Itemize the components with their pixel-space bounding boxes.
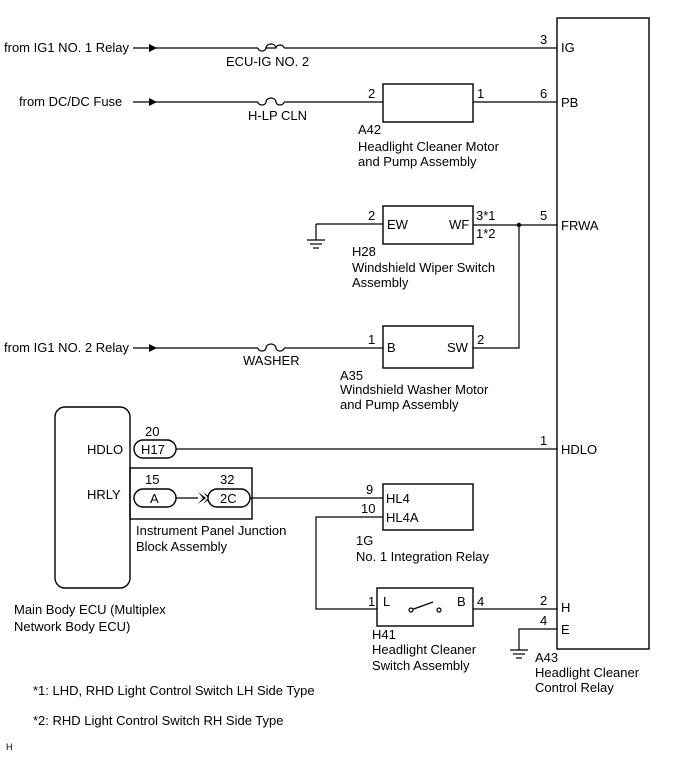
1g-relay-box	[382, 483, 474, 531]
a42-motor-box	[382, 83, 474, 123]
connector-a-label: A	[150, 491, 159, 506]
connector-2c-label: 2C	[220, 491, 237, 506]
fuse-washer-icon	[257, 343, 285, 352]
ground-e-icon	[510, 649, 528, 659]
source-dcdc: from DC/DC Fuse	[19, 94, 122, 109]
h28-pin-ew: 2	[368, 208, 375, 223]
h28-term-wf: WF	[449, 217, 469, 232]
a35-pin-sw: 2	[477, 332, 484, 347]
fuse-hlp-cln-icon	[257, 97, 285, 106]
ecu-name-line2: Network Body ECU)	[14, 619, 130, 634]
source-ig1-no2: from IG1 NO. 2 Relay	[4, 340, 129, 355]
h17-label: H17	[141, 442, 165, 457]
h41-pin-l: 1	[368, 594, 375, 609]
a35-name-line1: Windshield Washer Motor	[340, 382, 489, 397]
h28-name-line2: Assembly	[352, 275, 409, 290]
h28-code: H28	[352, 244, 376, 259]
a43-pin-h: 2	[540, 593, 547, 608]
h17-pin: 20	[145, 424, 159, 439]
a35-term-sw: SW	[447, 340, 469, 355]
h41-name-line1: Headlight Cleaner	[372, 642, 477, 657]
wire-e-ground	[518, 628, 557, 650]
wire-sw-to-splice	[473, 225, 520, 349]
h28-pin-wf2: 1*2	[476, 226, 496, 241]
fuse-ecu-ig-icon	[257, 44, 285, 52]
a43-pin-e: 4	[540, 613, 547, 628]
a42-pin-out: 1	[477, 86, 484, 101]
connector-a-pin: 15	[145, 472, 159, 487]
a43-terminal-frwa: FRWA	[561, 218, 599, 233]
h28-name-line1: Windshield Wiper Switch	[352, 260, 495, 275]
1g-term-hl4: HL4	[386, 491, 410, 506]
h41-switch-box	[376, 587, 474, 627]
a35-motor-box	[382, 325, 474, 369]
a43-name-line2: Control Relay	[535, 680, 614, 695]
a43-relay-box	[556, 17, 650, 650]
1g-pin-hl4: 9	[366, 482, 373, 497]
a42-name-line1: Headlight Cleaner Motor	[358, 139, 500, 154]
a35-name-line2: and Pump Assembly	[340, 397, 459, 412]
1g-name: No. 1 Integration Relay	[356, 549, 489, 564]
a43-pin-hdlo: 1	[540, 433, 547, 448]
a42-name-line2: and Pump Assembly	[358, 154, 477, 169]
a43-pin-pb: 6	[540, 86, 547, 101]
1g-term-hl4a: HL4A	[386, 510, 419, 525]
junction-block-name-line2: Block Assembly	[136, 539, 228, 554]
h41-term-b: B	[457, 594, 466, 609]
h28-pin-wf1: 3*1	[476, 208, 496, 223]
a43-terminal-pb: PB	[561, 95, 578, 110]
h41-code: H41	[372, 627, 396, 642]
a43-terminal-ig: IG	[561, 40, 575, 55]
fuse-hlp-cln-label: H-LP CLN	[248, 108, 307, 123]
h41-term-l: L	[383, 594, 390, 609]
1g-code: 1G	[356, 533, 373, 548]
connector-arrow-icon	[198, 492, 211, 504]
fuse-washer-label: WASHER	[243, 353, 300, 368]
a42-pin-in: 2	[368, 86, 375, 101]
a43-terminal-hdlo: HDLO	[561, 442, 597, 457]
ecu-term-hrly: HRLY	[87, 487, 121, 502]
connector-2c-pin: 32	[220, 472, 234, 487]
fuse-ecu-ig-icon-b	[265, 43, 277, 49]
a43-terminal-h: H	[561, 600, 570, 615]
footnote-1: *1: LHD, RHD Light Control Switch LH Sid…	[33, 683, 315, 698]
a42-code: A42	[358, 122, 381, 137]
h28-term-ew: EW	[387, 217, 409, 232]
source-ig1-no1: from IG1 NO. 1 Relay	[4, 40, 129, 55]
a35-pin-b: 1	[368, 332, 375, 347]
a35-term-b: B	[387, 340, 396, 355]
a43-name-line1: Headlight Cleaner	[535, 665, 640, 680]
a43-terminal-e: E	[561, 622, 570, 637]
a35-code: A35	[340, 368, 363, 383]
1g-pin-hl4a: 10	[361, 501, 375, 516]
ecu-name-line1: Main Body ECU (Multiplex	[14, 602, 166, 617]
footnote-2: *2: RHD Light Control Switch RH Side Typ…	[33, 713, 283, 728]
wire-hl4a-to-h41	[315, 516, 383, 610]
a43-pin-frwa: 5	[540, 208, 547, 223]
ecu-term-hdlo: HDLO	[87, 442, 123, 457]
junction-block-box	[129, 467, 253, 520]
fuse-ecu-ig-label: ECU-IG NO. 2	[226, 54, 309, 69]
corner-mark: H	[6, 742, 13, 752]
junction-block-name-line1: Instrument Panel Junction	[136, 523, 286, 538]
ground-icon	[307, 239, 325, 249]
a43-code: A43	[535, 650, 558, 665]
a43-pin-ig: 3	[540, 32, 547, 47]
h41-pin-b: 4	[477, 594, 484, 609]
h41-name-line2: Switch Assembly	[372, 658, 470, 673]
switch-contact-icon	[408, 601, 442, 613]
